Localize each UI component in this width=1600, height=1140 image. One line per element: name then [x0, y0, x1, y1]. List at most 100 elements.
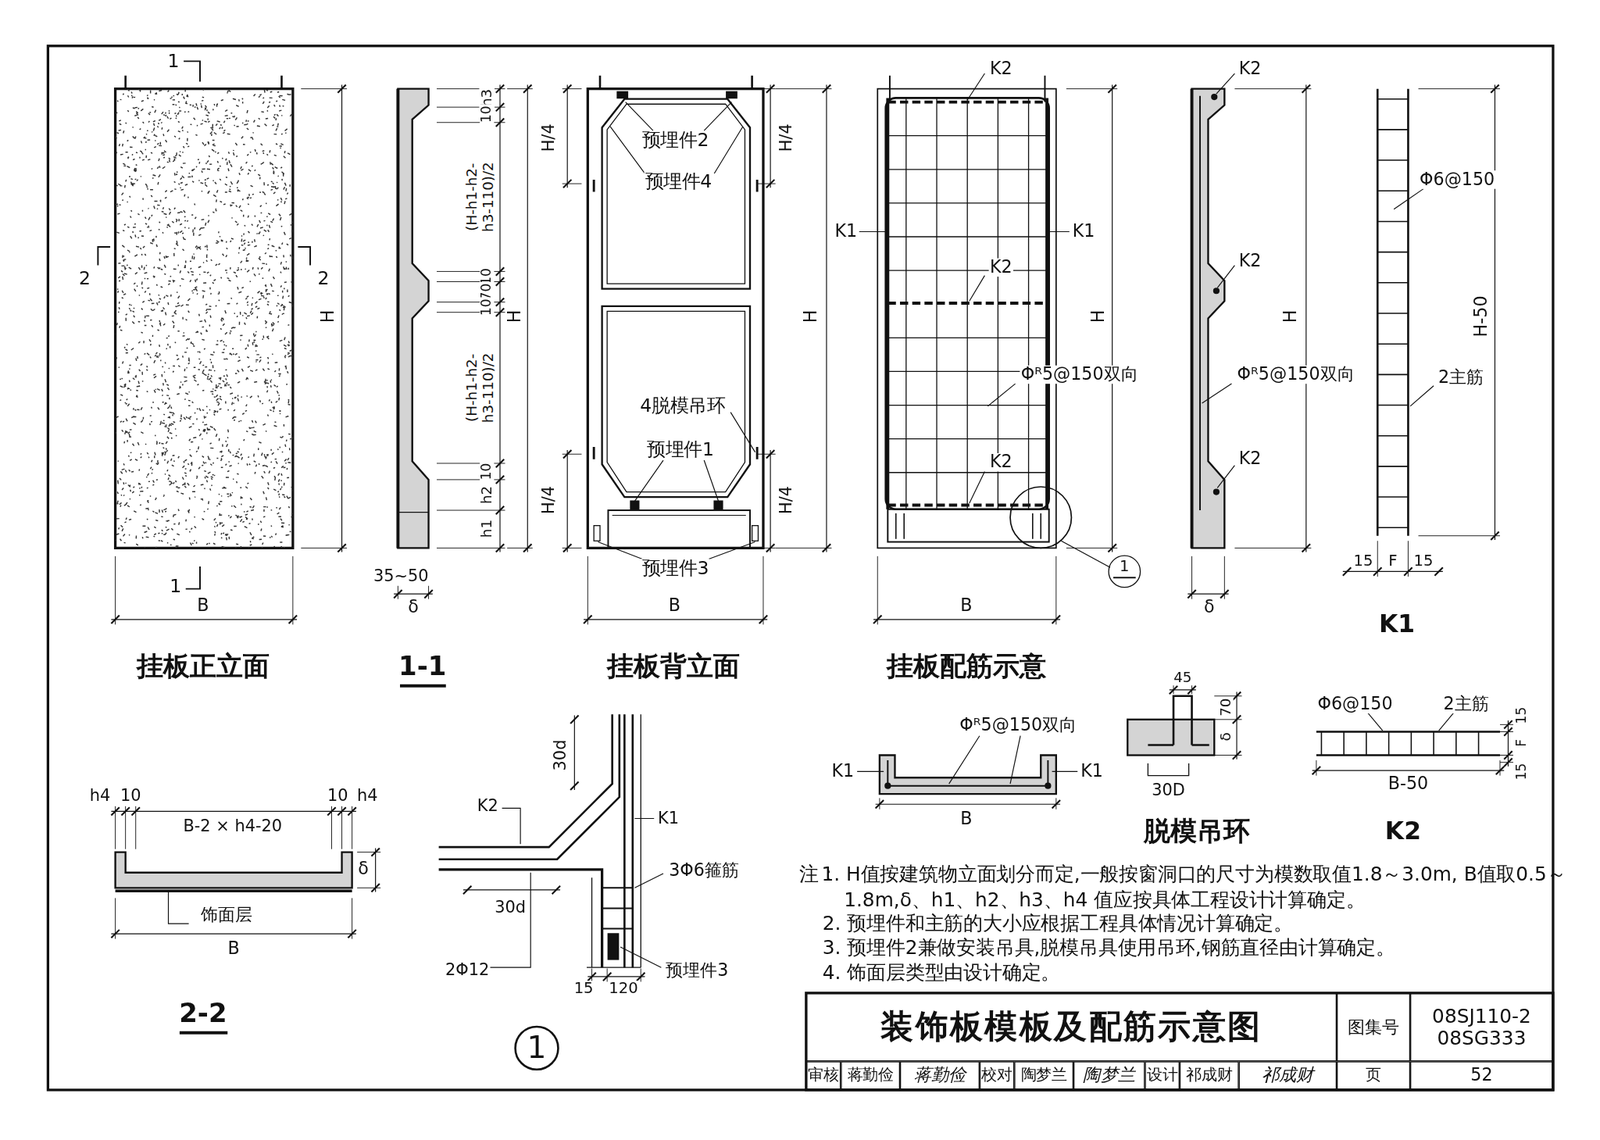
dimension-line	[1187, 556, 1229, 600]
drawing-label: H	[1089, 308, 1108, 324]
drawing-label: 30d	[552, 738, 570, 772]
k1-section-part	[857, 735, 1078, 784]
dimension-line-part	[300, 88, 347, 90]
dimension-line	[570, 715, 579, 790]
title-block-cell: 陶梦兰	[1073, 1060, 1145, 1090]
rebar-mesh-part	[887, 202, 1047, 204]
drawing-label: H-50	[1472, 294, 1491, 339]
drawing-label: 3Φ6箍筋	[667, 860, 741, 879]
dimension-line	[463, 885, 561, 894]
k1-cage	[1377, 89, 1434, 536]
dimension-line-part	[1407, 540, 1409, 577]
drawing-label: h4	[88, 787, 111, 805]
drawing-label: 预埋件4	[644, 171, 714, 192]
back-elevation	[587, 75, 764, 560]
dimension-line-part	[878, 797, 880, 809]
back-elevation-part	[600, 75, 753, 90]
view-title: K1	[1378, 611, 1417, 638]
section-2-2-part	[168, 890, 190, 924]
dimension-line	[583, 556, 768, 625]
dimension-line-part	[562, 88, 583, 90]
back-elevation-part	[752, 525, 759, 542]
drawing-label: 120	[607, 980, 640, 997]
stirrups-part	[1365, 731, 1368, 755]
rebar-section-part	[1199, 96, 1201, 511]
drawing-label: 2Φ12	[444, 961, 491, 979]
rebar-section-part	[1192, 89, 1225, 549]
dimension-line	[393, 585, 433, 600]
stirrups-part	[1478, 731, 1480, 755]
drawing-label: 10	[479, 297, 494, 317]
dimension-line-part	[436, 107, 506, 108]
lifting-ring-part	[1147, 696, 1209, 746]
k1-section-part	[887, 760, 1048, 786]
k2-cage	[1316, 712, 1500, 756]
dimension-line	[1169, 684, 1197, 694]
drawing-label: H/4	[540, 122, 558, 154]
drawing-label: Φ6@150	[1418, 170, 1497, 189]
dimension-line-part	[351, 806, 353, 850]
detail-1-part	[607, 933, 618, 960]
rebar-elevation-part	[896, 513, 1041, 540]
title-block-text: 蒋勤俭	[847, 1066, 894, 1085]
dimension-line-part	[775, 547, 833, 549]
drawing-label: 2	[78, 268, 93, 289]
title-block-text: 祁成财	[1185, 1066, 1233, 1085]
dimension-line-part	[1500, 761, 1514, 763]
stirrups-part	[1377, 404, 1408, 407]
lifting-ring-part	[1127, 719, 1215, 756]
drawing-label: 15	[572, 980, 595, 997]
dimension-line	[1500, 720, 1514, 767]
dimension-line-part	[341, 84, 343, 552]
detail-1-part	[489, 807, 664, 968]
dimension-line-part	[436, 271, 506, 272]
dimension-line	[1214, 692, 1242, 760]
title-block-text: 校对	[981, 1066, 1012, 1085]
dimension-line-part	[428, 585, 429, 600]
dimension-line-part	[570, 781, 579, 790]
drawing-label: B	[667, 596, 682, 615]
dimension-line-part	[587, 556, 589, 625]
dimension-line-part	[436, 547, 506, 549]
dimension-line-part	[1418, 88, 1500, 90]
detail-1-part	[602, 887, 633, 929]
dimension-line	[1234, 84, 1311, 552]
note-text: 3. 预埋件2兼做安装吊具,脱模吊具使用吊环,钢筋直径由计算确定。	[821, 937, 1397, 958]
dimension-line-part	[591, 968, 593, 983]
dimension-line	[562, 84, 583, 188]
dimension-line-part	[562, 183, 583, 185]
title-block-text: 审核	[807, 1066, 839, 1085]
view-title: 挂板背立面	[606, 652, 741, 681]
dimension-line-part	[351, 897, 353, 939]
stirrups-part	[1377, 159, 1408, 161]
drawing-label: H/4	[778, 485, 796, 516]
section-1-1-part	[400, 684, 447, 688]
dimension-line-part	[1234, 88, 1311, 90]
drawing-label: 2主筋	[1442, 695, 1490, 714]
finish-texture-part	[115, 89, 293, 549]
rebar-elevation-part	[859, 73, 1070, 504]
stirrups-part	[1377, 312, 1408, 315]
dimension-line-part	[125, 806, 126, 850]
dimension-line-part	[507, 88, 533, 90]
dimension-line-part	[757, 88, 776, 90]
dimension-line-part	[567, 84, 568, 188]
dimension-line-part	[114, 556, 116, 625]
title-block-cell: 蒋勤俭	[900, 1060, 980, 1090]
dimension-line-part	[300, 547, 347, 549]
drawing-label: 10	[479, 104, 494, 124]
stirrups-part	[1455, 731, 1458, 755]
title-block-cell: 08SJ110-2 08SG333	[1410, 992, 1554, 1062]
drawing-label: 饰面层	[199, 906, 254, 925]
signature: 蒋勤俭	[914, 1065, 967, 1086]
dimension-line	[110, 556, 297, 625]
dimension-line	[757, 450, 776, 553]
dimension-line-part	[1173, 684, 1175, 694]
dimension-line-part	[1187, 593, 1229, 595]
dimension-line-part	[640, 968, 642, 983]
title-block-text: 设计	[1146, 1066, 1178, 1085]
note-text: 1. H值按建筑物立面划分而定,一般按窗洞口的尺寸为模数取值1.8～3.0m, …	[821, 860, 1575, 912]
dimension-lines	[110, 84, 1514, 982]
view-title: K2	[1384, 818, 1423, 845]
drawing-label: H	[319, 308, 338, 324]
